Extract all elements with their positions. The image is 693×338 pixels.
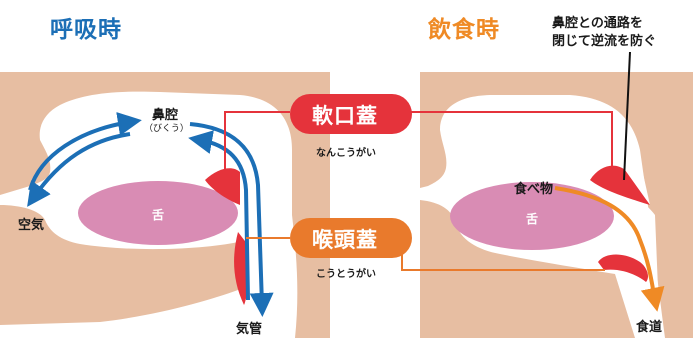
label-esophagus: 食道 xyxy=(636,316,662,335)
label-air: 空気 xyxy=(18,214,44,233)
annotation-line-1: 鼻腔との通路を xyxy=(552,12,643,31)
label-left-tongue: 舌 xyxy=(152,206,164,223)
label-trachea: 気管 xyxy=(236,318,262,337)
soft-palate-reading: なんこうがい xyxy=(316,144,376,159)
epiglottis-label: 喉頭蓋 xyxy=(312,224,378,254)
epiglottis-reading: こうとうがい xyxy=(316,265,376,280)
soft-palate-label: 軟口蓋 xyxy=(312,100,378,130)
annotation-line-2: 閉じて逆流を防ぐ xyxy=(552,30,656,49)
title-eating: 飲食時 xyxy=(428,10,500,44)
label-right-tongue: 舌 xyxy=(526,210,538,227)
label-nasal-cavity-reading: （びくう） xyxy=(144,121,189,134)
title-breathing: 呼吸時 xyxy=(50,10,122,44)
label-food: 食べ物 xyxy=(514,178,553,197)
